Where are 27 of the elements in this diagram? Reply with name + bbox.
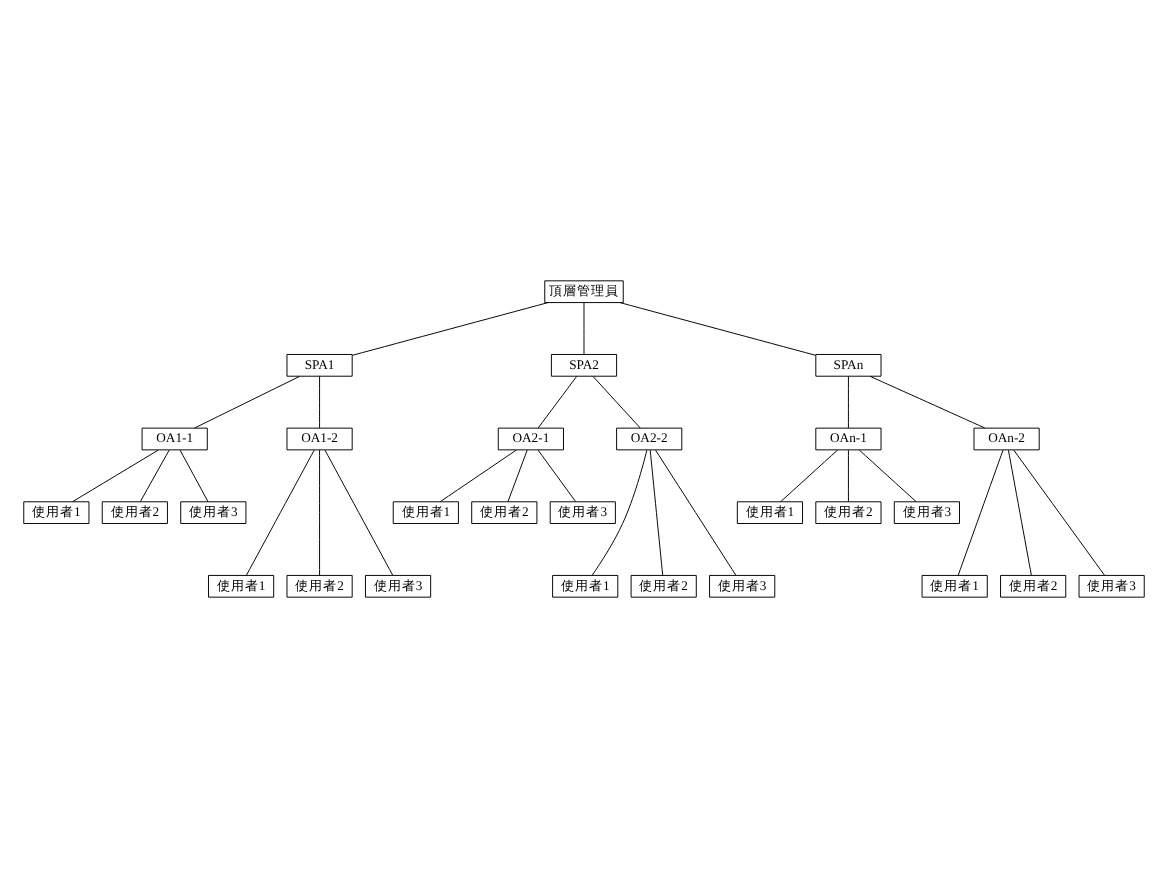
- connector: [319, 375, 321, 429]
- connector: [619, 302, 817, 356]
- connector: [246, 449, 315, 576]
- connector: [858, 449, 917, 503]
- connector: [957, 449, 1004, 576]
- connector: [507, 449, 528, 503]
- connector: [583, 302, 585, 355]
- connector: [591, 449, 648, 576]
- connector: [439, 449, 517, 503]
- connector: [847, 449, 849, 503]
- connector: [319, 449, 321, 576]
- connector: [1013, 449, 1105, 576]
- connector: [351, 302, 549, 356]
- connector: [72, 449, 159, 503]
- connector: [649, 449, 664, 576]
- connector: [1007, 449, 1032, 576]
- connector: [179, 449, 209, 503]
- connector: [780, 449, 838, 503]
- connector: [194, 375, 300, 429]
- connector: [139, 449, 170, 503]
- connector: [537, 375, 578, 429]
- connector: [592, 375, 641, 429]
- connector: [847, 375, 849, 429]
- connector: [324, 449, 394, 576]
- connector: [655, 449, 737, 576]
- connector: [869, 375, 986, 429]
- connector: [537, 449, 577, 503]
